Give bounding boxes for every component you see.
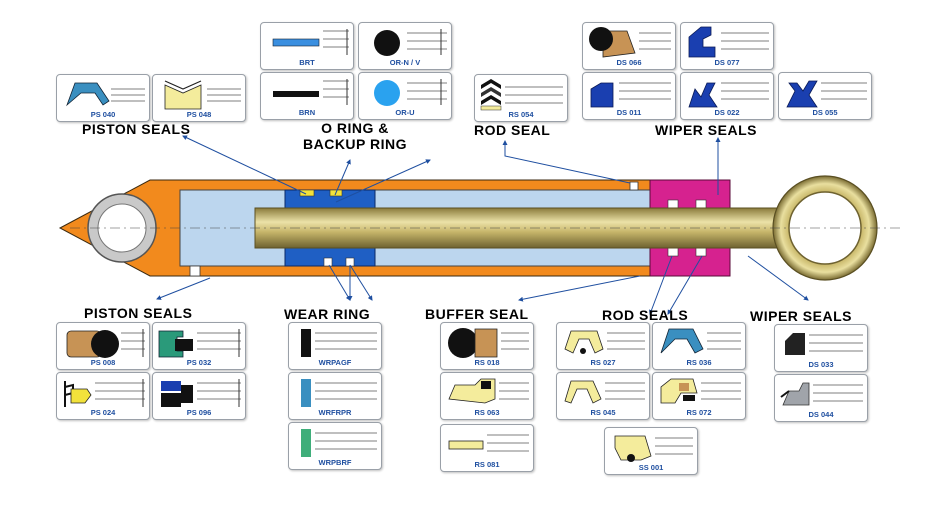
part-code: BRN: [298, 108, 316, 117]
seal-card-wrpagf[interactable]: WRPAGF: [288, 322, 382, 370]
part-code: WRPAGF: [318, 358, 352, 367]
brt-profile-icon: [272, 29, 349, 55]
seal-card-ds055[interactable]: DS 055: [778, 72, 872, 120]
seal-card-ps040[interactable]: PS 040: [56, 74, 150, 122]
or-nv-profile-icon: [374, 29, 447, 56]
rs072-profile-icon: [660, 378, 741, 404]
wrpagf-profile-icon: [301, 329, 377, 357]
part-code: WRPBRF: [318, 458, 352, 467]
rs063-profile-icon: [448, 378, 529, 404]
seal-card-or-u[interactable]: OR-U: [358, 72, 452, 120]
part-code: RS 045: [590, 408, 616, 417]
seal-card-rs081[interactable]: RS 081: [440, 424, 534, 472]
seal-card-ds011[interactable]: DS 011: [582, 72, 676, 120]
ds066-profile-icon: [589, 27, 671, 58]
ds033-profile-icon: [785, 333, 863, 355]
rs054-profile-icon: [480, 79, 563, 111]
part-code: RS 036: [686, 358, 712, 367]
part-code: OR-N / V: [389, 58, 421, 67]
seal-card-ss001[interactable]: SS 001: [604, 427, 698, 475]
heading-rod-seal-top: ROD SEAL: [474, 122, 551, 138]
seal-card-brn[interactable]: BRN: [260, 72, 354, 120]
part-code: WRFRPR: [318, 408, 352, 417]
rs027-profile-icon: [564, 330, 645, 354]
heading-wear-ring: WEAR RING: [284, 306, 371, 322]
part-code: RS 027: [590, 358, 616, 367]
ps008-profile-icon: [66, 329, 145, 358]
part-code: DS 044: [808, 410, 834, 419]
seal-card-ds077[interactable]: DS 077: [680, 22, 774, 70]
seal-card-rs018[interactable]: RS 018: [440, 322, 534, 370]
ss001-profile-icon: [614, 435, 693, 462]
seal-card-ps048[interactable]: PS 048: [152, 74, 246, 122]
heading-wiper-seals-bottom: WIPER SEALS: [750, 308, 852, 324]
seal-card-ds066[interactable]: DS 066: [582, 22, 676, 70]
part-code: RS 072: [686, 408, 712, 417]
seal-card-ps024[interactable]: PS 024: [56, 372, 150, 420]
heading-wiper-seals-top: WIPER SEALS: [655, 122, 757, 138]
rs081-profile-icon: [448, 434, 529, 452]
ps040-profile-icon: [66, 82, 145, 107]
part-code: RS 063: [474, 408, 500, 417]
part-code: RS 054: [508, 110, 534, 119]
part-code: PS 032: [186, 358, 212, 367]
heading-piston-seals-bottom: PISTON SEALS: [84, 305, 193, 321]
seal-card-rs036[interactable]: RS 036: [652, 322, 746, 370]
wrfrpr-profile-icon: [301, 379, 377, 407]
heading-rod-seals-bottom: ROD SEALS: [602, 307, 689, 323]
seal-card-rs063[interactable]: RS 063: [440, 372, 534, 420]
seal-card-rs045[interactable]: RS 045: [556, 372, 650, 420]
part-code: DS 011: [616, 108, 642, 117]
seal-card-ds033[interactable]: DS 033: [774, 324, 868, 372]
part-code: PS 008: [90, 358, 116, 367]
ds077-profile-icon: [688, 26, 769, 58]
seal-card-brt[interactable]: BRT: [260, 22, 354, 70]
seal-card-wrpbrf[interactable]: WRPBRF: [288, 422, 382, 470]
heading-oring-line1: O RING &: [321, 120, 389, 136]
part-code: PS 040: [90, 110, 116, 119]
ps024-profile-icon: [64, 379, 145, 407]
part-code: DS 066: [616, 58, 642, 67]
heading-piston-seals-top: PISTON SEALS: [82, 121, 191, 137]
ps096-profile-icon: [161, 379, 241, 407]
wrpbrf-profile-icon: [301, 429, 377, 457]
seal-card-wrfrpr[interactable]: WRFRPR: [288, 372, 382, 420]
rs045-profile-icon: [564, 380, 645, 404]
seal-card-rs072[interactable]: RS 072: [652, 372, 746, 420]
part-code: DS 077: [714, 58, 740, 67]
part-code: RS 018: [474, 358, 500, 367]
part-code: PS 024: [90, 408, 116, 417]
ds044-profile-icon: [780, 382, 863, 406]
part-code: RS 081: [474, 460, 500, 469]
part-code: DS 033: [808, 360, 834, 369]
ds022-profile-icon: [688, 82, 769, 108]
seal-card-ds022[interactable]: DS 022: [680, 72, 774, 120]
ps048-profile-icon: [164, 80, 241, 110]
rs036-profile-icon: [660, 328, 741, 354]
rs018-profile-icon: [448, 328, 529, 358]
heading-buffer-seal: BUFFER SEAL: [425, 306, 529, 322]
seal-card-ds044[interactable]: DS 044: [774, 374, 868, 422]
ds011-profile-icon: [590, 82, 671, 108]
part-code: PS 048: [186, 110, 212, 119]
heading-oring-line2: BACKUP RING: [302, 136, 408, 152]
part-code: PS 096: [186, 408, 212, 417]
seal-card-rs054[interactable]: RS 054: [474, 74, 568, 122]
part-code: SS 001: [638, 463, 664, 472]
ds055-profile-icon: [786, 80, 867, 108]
part-code: DS 022: [714, 108, 740, 117]
seal-card-ps008[interactable]: PS 008: [56, 322, 150, 370]
part-code: BRT: [299, 58, 315, 67]
ps032-profile-icon: [158, 329, 241, 358]
seal-card-rs027[interactable]: RS 027: [556, 322, 650, 370]
or-u-profile-icon: [374, 79, 447, 106]
part-code: DS 055: [812, 108, 838, 117]
seal-card-or-nv[interactable]: OR-N / V: [358, 22, 452, 70]
seal-card-ps096[interactable]: PS 096: [152, 372, 246, 420]
brn-profile-icon: [273, 79, 349, 105]
seal-card-ps032[interactable]: PS 032: [152, 322, 246, 370]
part-code: OR-U: [395, 108, 415, 117]
